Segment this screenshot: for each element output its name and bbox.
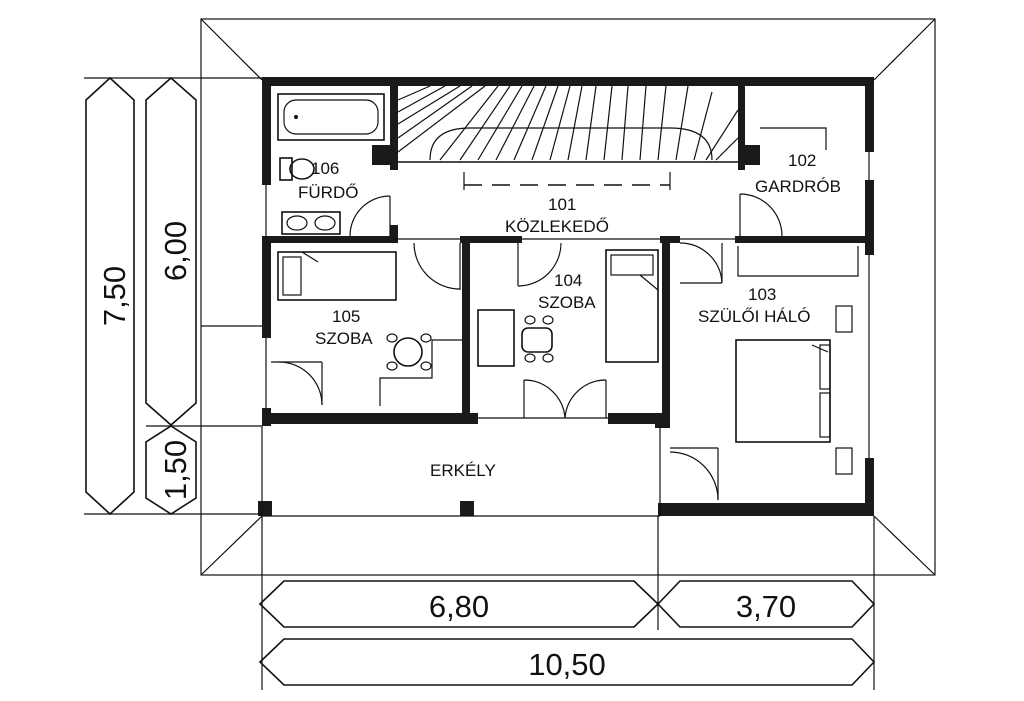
- room-103-number: 103: [748, 285, 776, 304]
- doors: [271, 193, 783, 501]
- dimension-balcony-depth: 1,50: [145, 425, 197, 515]
- room-104-name: SZOBA: [538, 293, 596, 312]
- wardrobe-102: [760, 127, 827, 150]
- bed-105: [277, 251, 397, 301]
- dimension-rooms-height: 6,00: [145, 76, 197, 427]
- bed-103: [735, 305, 853, 475]
- dimension-total-width-value: 10,50: [528, 647, 606, 682]
- roof-outline: [200, 18, 936, 576]
- room-106-name: FÜRDŐ: [298, 183, 358, 202]
- dimension-left-width: 6,80: [258, 580, 660, 628]
- bed-104: [605, 249, 659, 363]
- desk-104: [477, 309, 554, 367]
- room-103-name: SZÜLŐI HÁLÓ: [698, 307, 810, 326]
- dimension-left-width-value: 6,80: [429, 589, 489, 624]
- dimension-rooms-height-value: 6,00: [158, 221, 193, 281]
- dimension-total-height-value: 7,50: [97, 266, 132, 326]
- balcony-name: ERKÉLY: [430, 461, 496, 480]
- room-101-name: KÖZLEKEDŐ: [505, 217, 609, 236]
- room-104-number: 104: [554, 271, 582, 290]
- room-102-name: GARDRÓB: [755, 177, 841, 196]
- walls: [258, 77, 874, 516]
- room-105-number: 105: [332, 307, 360, 326]
- room-106-number: 106: [311, 159, 339, 178]
- room-102-number: 102: [788, 151, 816, 170]
- room-101-number: 101: [548, 195, 576, 214]
- toilet: [279, 157, 315, 181]
- dimension-total-height: 7,50: [85, 76, 135, 516]
- room-105-name: SZOBA: [315, 329, 373, 348]
- thin-walls: [201, 152, 870, 517]
- bathtub: [277, 93, 385, 141]
- dimension-balcony-depth-value: 1,50: [158, 440, 193, 500]
- closet-103: [737, 246, 859, 277]
- staircase: [397, 85, 739, 190]
- dimension-right-width-value: 3,70: [736, 589, 796, 624]
- desk-105: [379, 333, 462, 406]
- dimension-right-width: 3,70: [656, 580, 876, 628]
- dimension-total-width: 10,50: [258, 638, 876, 686]
- washbasins: [281, 211, 341, 235]
